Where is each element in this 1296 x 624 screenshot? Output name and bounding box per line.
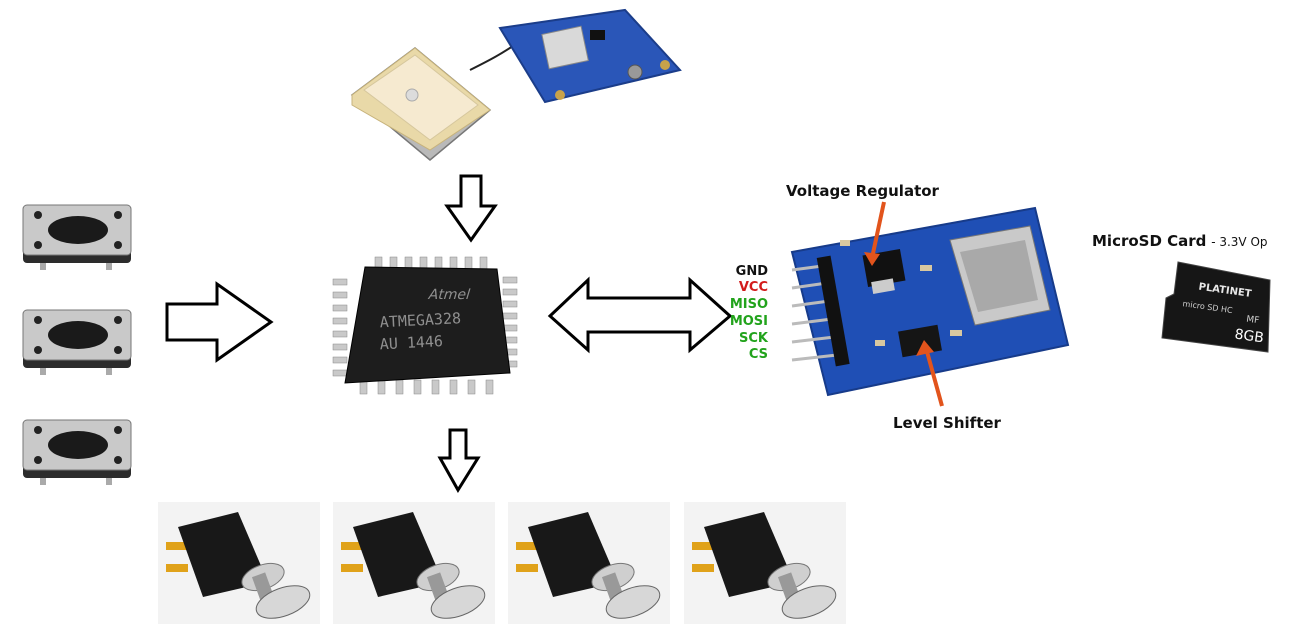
- pin-label-miso: MISO: [729, 297, 768, 312]
- mcu-pin: [395, 379, 404, 395]
- mcu-pin: [449, 379, 458, 395]
- mcu-part: ATMEGA328: [379, 309, 461, 331]
- microsd-card-title-block: MicroSD Card - 3.3V Op: [1092, 232, 1268, 250]
- mcu-pin: [502, 276, 518, 284]
- pin-label-sck: SCK: [739, 331, 768, 346]
- microsd-card-capacity: 8GB: [1234, 326, 1265, 346]
- microsd-card-class: MF: [1246, 315, 1260, 327]
- callout-voltage-regulator: Voltage Regulator: [786, 182, 939, 200]
- arrow-down-motors: [437, 428, 481, 493]
- mcu-pin: [502, 300, 518, 308]
- mcu-pin: [332, 304, 348, 312]
- push-button-1: [18, 200, 138, 280]
- push-button-image: [22, 204, 132, 270]
- mcu-pin: [479, 256, 488, 270]
- vibration-motor-1: [158, 502, 320, 624]
- pin-label-cs: CS: [748, 347, 768, 362]
- pin-label-gnd: GND: [735, 264, 768, 279]
- pin-label-mosi: MOSI: [729, 314, 768, 329]
- shifter-callout-line: [924, 347, 944, 407]
- mcu-pin: [485, 379, 494, 395]
- gps-module: [340, 0, 690, 170]
- vibration-motor-image: [341, 512, 486, 619]
- vibration-motor-image: [166, 512, 311, 619]
- microsd-module: GND VCC MISO MOSI SCK CS Voltage Regulat…: [730, 170, 1100, 440]
- vibration-motor-image: [692, 512, 837, 619]
- mcu-pin: [467, 379, 476, 395]
- microsd-module-board: [790, 201, 1070, 407]
- push-button-image: [22, 419, 132, 485]
- mcu-chip: Atmel ATMEGA328 AU 1446: [325, 255, 525, 405]
- mcu-pin: [419, 256, 428, 270]
- mcu-pin: [413, 379, 422, 395]
- push-button-image: [22, 309, 132, 375]
- mcu-brand: Atmel: [427, 287, 471, 303]
- mcu-date-code: AU 1446: [379, 332, 443, 353]
- vibration-motor-image: [516, 512, 661, 619]
- mcu-pin: [431, 379, 440, 395]
- mcu-pin: [434, 256, 443, 270]
- microsd-card-note: - 3.3V Op: [1211, 235, 1268, 249]
- mcu-pin: [332, 356, 348, 364]
- push-button-2: [18, 305, 138, 385]
- mcu-pin: [332, 278, 348, 286]
- arrow-bidirectional-sd: [547, 276, 733, 354]
- pin-label-vcc: VCC: [738, 280, 768, 295]
- arrow-right-buttons: [165, 281, 274, 363]
- mcu-pin: [449, 256, 458, 270]
- mcu-pin: [332, 343, 348, 351]
- arrow-down-gps: [444, 174, 498, 243]
- vibration-motor-3: [508, 502, 670, 624]
- microsd-card: PLATINET micro SD HC MF 8GB: [1150, 258, 1278, 354]
- mcu-pin: [377, 379, 386, 395]
- mcu-pin: [332, 330, 348, 338]
- callout-level-shifter: Level Shifter: [893, 414, 1001, 432]
- push-button-3: [18, 415, 138, 495]
- mcu-pin: [332, 317, 348, 325]
- mcu-pin: [502, 288, 518, 296]
- gps-module-image: [350, 8, 682, 161]
- microsd-card-title: MicroSD Card: [1092, 232, 1207, 250]
- mcu-pin: [332, 369, 348, 377]
- vibration-motor-4: [684, 502, 846, 624]
- mcu-pin: [332, 291, 348, 299]
- mcu-chip-image: Atmel ATMEGA328 AU 1446: [332, 256, 518, 395]
- mcu-pin: [502, 312, 518, 320]
- microsd-card-image: PLATINET micro SD HC MF 8GB: [1161, 261, 1271, 353]
- vibration-motor-2: [333, 502, 495, 624]
- regulator-callout-line: [870, 201, 886, 259]
- mcu-pin: [464, 256, 473, 270]
